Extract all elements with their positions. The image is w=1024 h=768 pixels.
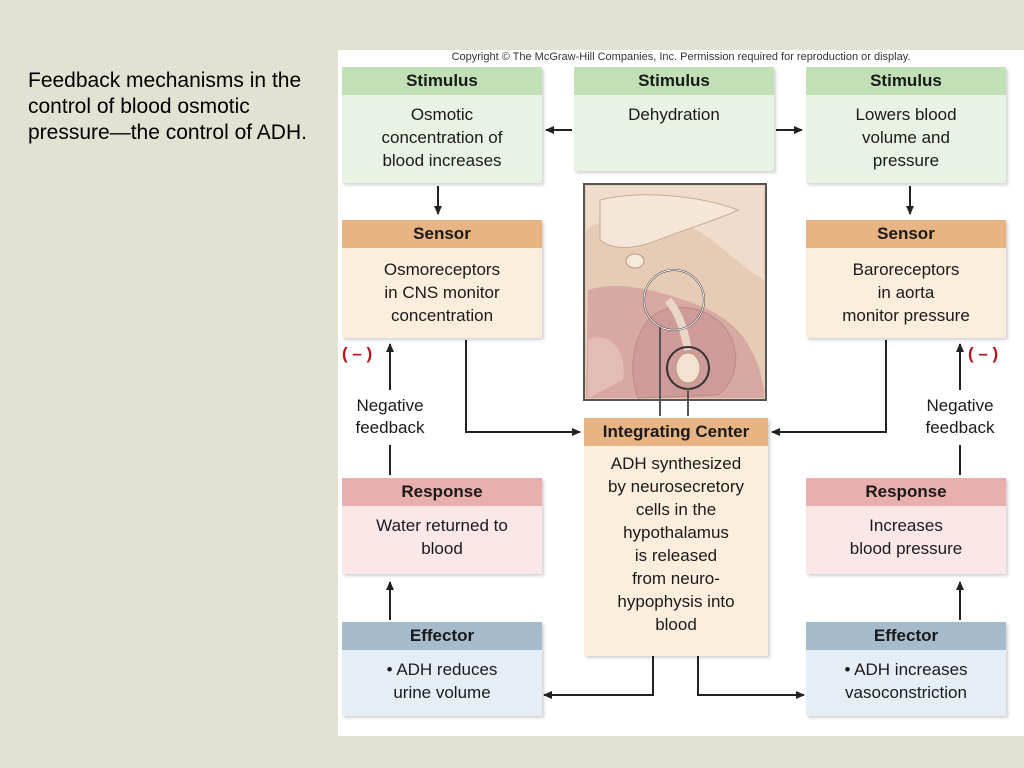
brain-illustration xyxy=(583,183,767,401)
text-line: blood xyxy=(421,539,463,558)
stimulus-center-heading: Stimulus xyxy=(574,67,774,95)
text-line: feedback xyxy=(925,418,995,437)
effector-left-heading: Effector xyxy=(342,622,542,650)
text-line: pressure xyxy=(872,151,940,170)
text-line: Lowers blood xyxy=(855,105,957,124)
slide-caption: Feedback mechanisms in the control of bl… xyxy=(28,69,307,144)
response-right-text: Increases blood pressure xyxy=(806,506,1006,574)
response-left-text: Water returned to blood xyxy=(342,506,542,574)
text-line: urine volume xyxy=(393,683,491,702)
text-line: by neurosecretory xyxy=(607,477,745,496)
response-left-heading: Response xyxy=(342,478,542,506)
negative-sign-right: ( – ) xyxy=(968,344,999,363)
integrating-center-text: ADH synthesized by neurosecretory cells … xyxy=(584,446,768,656)
response-box-left: Response Water returned to blood xyxy=(342,478,542,574)
sensor-right-text: Baroreceptors in aorta monitor pressure xyxy=(806,248,1006,338)
text-line: blood increases xyxy=(382,151,502,170)
text-line: from neuro- xyxy=(632,569,720,588)
sensor-left-heading: Sensor xyxy=(342,220,542,248)
copyright-notice: Copyright © The McGraw-Hill Companies, I… xyxy=(451,51,911,63)
text-line: cells in the xyxy=(635,500,717,519)
text-line: Osmoreceptors xyxy=(383,260,501,279)
text-line: Negative xyxy=(356,396,424,415)
text-line: monitor pressure xyxy=(842,306,970,325)
text-line: concentration of xyxy=(381,128,503,147)
text-line: ADH synthesized xyxy=(610,454,742,473)
response-box-right: Response Increases blood pressure xyxy=(806,478,1006,574)
stimulus-right-heading: Stimulus xyxy=(806,67,1006,95)
text-line: in CNS monitor xyxy=(384,283,500,302)
negative-feedback-label-left: Negative feedback xyxy=(340,395,440,439)
text-line: volume and xyxy=(862,128,950,147)
text-line: vasoconstriction xyxy=(845,683,967,702)
response-right-heading: Response xyxy=(806,478,1006,506)
text-line: Water returned to xyxy=(376,516,508,535)
integrating-center-heading: Integrating Center xyxy=(584,418,768,446)
text-line: • ADH increases xyxy=(844,660,968,679)
stimulus-box-left: Stimulus Osmotic concentration of blood … xyxy=(342,67,542,183)
sensor-box-right: Sensor Baroreceptors in aorta monitor pr… xyxy=(806,220,1006,338)
effector-box-left: Effector • ADH reduces urine volume xyxy=(342,622,542,716)
sensor-left-text: Osmoreceptors in CNS monitor concentrati… xyxy=(342,248,542,338)
effector-box-right: Effector • ADH increases vasoconstrictio… xyxy=(806,622,1006,716)
text-line: in aorta xyxy=(877,283,935,302)
text-line: blood pressure xyxy=(849,539,963,558)
text-line: feedback xyxy=(355,418,425,437)
text-line: hypothalamus xyxy=(623,523,729,542)
sensor-right-heading: Sensor xyxy=(806,220,1006,248)
text-line: Increases xyxy=(869,516,943,535)
text-line: Dehydration xyxy=(628,105,720,124)
text-line: • ADH reduces xyxy=(386,660,498,679)
text-line: concentration xyxy=(390,306,494,325)
stimulus-box-right: Stimulus Lowers blood volume and pressur… xyxy=(806,67,1006,183)
text-line: Negative xyxy=(926,396,994,415)
text-line: Osmotic xyxy=(410,105,474,124)
stimulus-left-heading: Stimulus xyxy=(342,67,542,95)
negative-feedback-label-right: Negative feedback xyxy=(910,395,1010,439)
stimulus-right-text: Lowers blood volume and pressure xyxy=(806,95,1006,183)
negative-sign-left: ( – ) xyxy=(342,344,373,363)
text-line: is released xyxy=(634,546,718,565)
sensor-box-left: Sensor Osmoreceptors in CNS monitor conc… xyxy=(342,220,542,338)
effector-right-heading: Effector xyxy=(806,622,1006,650)
text-line: Baroreceptors xyxy=(852,260,960,279)
stimulus-left-text: Osmotic concentration of blood increases xyxy=(342,95,542,183)
diagram-connectors xyxy=(386,126,964,699)
stimulus-box-center: Stimulus Dehydration xyxy=(574,67,774,171)
adh-feedback-figure: Copyright © The McGraw-Hill Companies, I… xyxy=(338,50,1024,736)
effector-left-text: • ADH reduces urine volume xyxy=(342,650,542,716)
effector-right-text: • ADH increases vasoconstriction xyxy=(806,650,1006,716)
stimulus-center-text: Dehydration xyxy=(574,95,774,171)
text-line: blood xyxy=(655,615,697,634)
integrating-center-box: Integrating Center ADH synthesized by ne… xyxy=(584,418,768,656)
text-line: hypophysis into xyxy=(617,592,735,611)
